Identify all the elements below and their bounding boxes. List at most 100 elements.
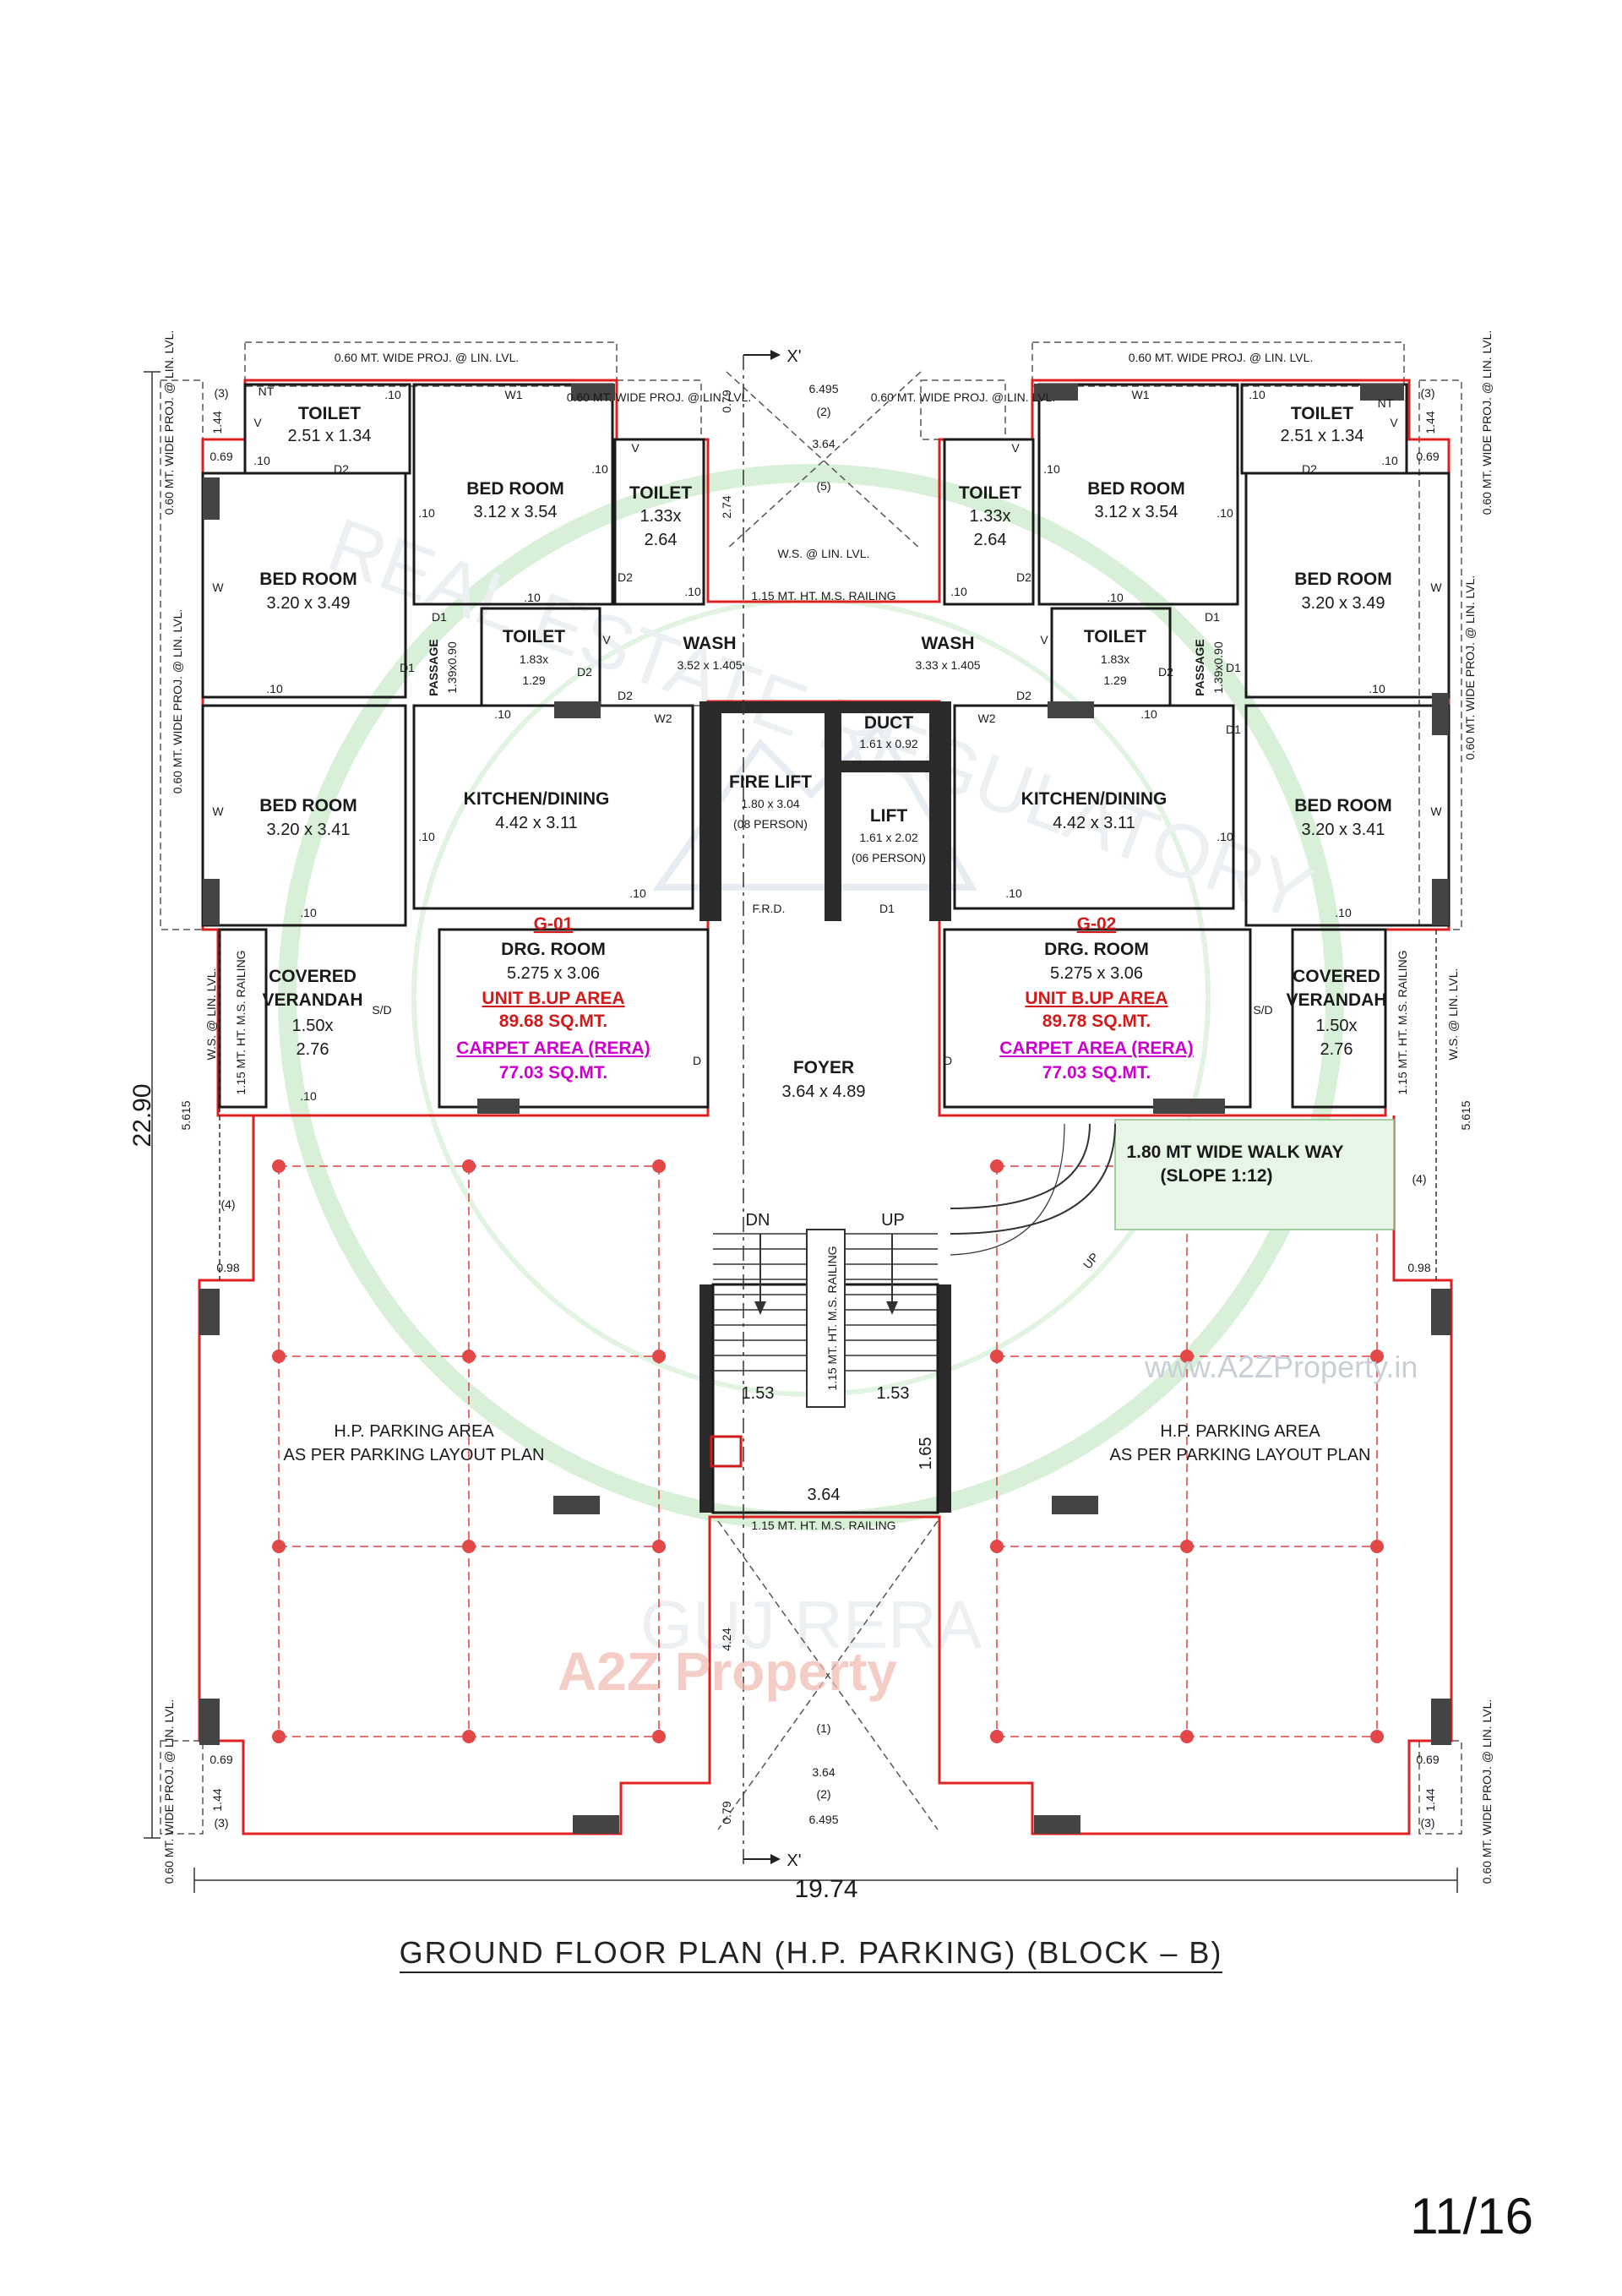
wall-tag: .10	[684, 585, 701, 598]
dim-364-top: 3.64	[812, 437, 835, 450]
door-tag: D1	[879, 902, 895, 915]
toilet-b-size: 2.64	[974, 531, 1007, 549]
verandah-size: 2.76	[297, 1040, 329, 1059]
bup-area-value: 89.78 SQ.MT.	[1042, 1012, 1151, 1031]
walkway-slope: (SLOPE 1:12)	[1160, 1166, 1272, 1186]
railing-note-verandah-left: 1.15 MT. HT. M.S. RAILING	[234, 950, 248, 1094]
wall-tag: .10	[1381, 454, 1398, 467]
core-labels: DUCT 1.61 x 0.92 FIRE LIFT 1.80 x 3.04 (…	[729, 713, 926, 1230]
mark-3-tr: (3)	[1420, 386, 1434, 400]
ws-note-core: W.S. @ LIN. LVL.	[778, 547, 870, 560]
window-tag: W	[1430, 581, 1442, 594]
bed-a-name: BED ROOM	[466, 479, 564, 499]
wall-tag: .10	[494, 707, 511, 721]
door-tag: D	[693, 1054, 701, 1067]
parking-sub-right: AS PER PARKING LAYOUT PLAN	[1110, 1446, 1371, 1464]
dim-153-right: 1.53	[877, 1384, 910, 1403]
mark-5: (5)	[816, 479, 830, 493]
bed-b-name: BED ROOM	[1294, 570, 1392, 589]
mark-1: (1)	[816, 1721, 830, 1735]
wall-tag: .10	[253, 454, 270, 467]
nt-tag: NT	[1378, 396, 1394, 410]
verandah-name: VERANDAH	[1286, 990, 1386, 1010]
bed-b-size: 3.20 x 3.49	[267, 594, 351, 613]
lift-capacity: (06 PERSON)	[852, 851, 926, 864]
wall-tag: .10	[418, 830, 435, 843]
projection-note-side-right: 0.60 MT. WIDE PROJ. @ LIN. LVL.	[1463, 575, 1477, 761]
window-tag: W2	[655, 712, 672, 725]
wall-tag: .10	[300, 1089, 317, 1103]
overall-dimension-lines	[144, 371, 1458, 1893]
unit-g01-labels: TOILET 2.51 x 1.34 BED ROOM 3.12 x 3.54 …	[259, 404, 742, 1083]
window-tag: W	[1430, 804, 1442, 818]
drg-room-size: 5.275 x 3.06	[507, 964, 600, 983]
kitchen-size: 4.42 x 3.11	[495, 814, 577, 832]
bed-c-size: 3.20 x 3.41	[1302, 821, 1385, 839]
bed-a-name: BED ROOM	[1087, 479, 1185, 499]
railing-note-bottom: 1.15 MT. HT. M.S. RAILING	[751, 1519, 895, 1532]
dim-098-left: 0.98	[216, 1261, 239, 1274]
carpet-area-value: 77.03 SQ.MT.	[499, 1063, 607, 1083]
drawing-title: GROUND FLOOR PLAN (H.P. PARKING) (BLOCK …	[0, 1935, 1622, 1973]
verandah-size: 2.76	[1320, 1040, 1353, 1059]
dim-6495-bottom: 6.495	[808, 1813, 838, 1826]
dim-364-stair: 3.64	[808, 1486, 841, 1504]
dim-069-bl: 0.69	[210, 1753, 232, 1766]
drg-room-size: 5.275 x 3.06	[1050, 964, 1143, 983]
unit-g02-labels: TOILET 2.51 x 1.34 BED ROOM 3.12 x 3.54 …	[915, 404, 1391, 1083]
staircase	[710, 1229, 938, 1468]
vent-tag: V	[631, 441, 640, 455]
mark-4-left: (4)	[220, 1197, 235, 1211]
nt-tag: NT	[259, 384, 275, 398]
dim-079-bottom: 0.79	[720, 1801, 733, 1824]
bup-area-label: UNIT B.UP AREA	[1025, 989, 1168, 1008]
toilet-a-size: 2.51 x 1.34	[1281, 427, 1364, 445]
vent-tag: V	[1390, 416, 1398, 429]
toilet-a-name: TOILET	[1291, 404, 1353, 423]
wash-name: WASH	[922, 634, 975, 653]
door-tag: D2	[1016, 570, 1031, 584]
projection-note-small-right: 0.60 MT. WIDE PROJ. @ LIN. LVL.	[871, 390, 1056, 404]
toilet-c-size: 1.83x	[1101, 652, 1129, 666]
fire-lift-size: 1.80 x 3.04	[741, 797, 799, 810]
door-tag: D2	[618, 689, 633, 702]
wall-tag: .10	[1335, 906, 1352, 919]
unit-id: G-01	[534, 914, 574, 934]
overall-width-dim: 19.74	[794, 1875, 857, 1903]
dim-144-bl: 1.44	[210, 1788, 224, 1811]
dim-424: 4.24	[720, 1628, 733, 1650]
mark-2-bottom: (2)	[816, 1787, 830, 1801]
dim-6495-top: 6.495	[808, 382, 838, 395]
wash-size: 3.33 x 1.405	[915, 658, 980, 672]
door-tag: D	[944, 1054, 952, 1067]
dim-144-br: 1.44	[1423, 1788, 1437, 1811]
carpet-area-label: CARPET AREA (RERA)	[456, 1039, 650, 1058]
door-tag: D2	[577, 665, 592, 679]
walkway-ramp	[950, 1119, 1395, 1256]
wall-tag: .10	[1249, 388, 1265, 401]
door-tag: D2	[1302, 462, 1317, 476]
walkway-label: 1.80 MT WIDE WALK WAY	[1126, 1143, 1343, 1162]
section-marker-bottom: X'	[743, 1852, 802, 1870]
bup-area-value: 89.68 SQ.MT.	[499, 1012, 607, 1031]
door-tag: D1	[432, 610, 447, 624]
core-walls	[699, 701, 951, 1514]
dim-165: 1.65	[917, 1437, 935, 1470]
kitchen-name: KITCHEN/DINING	[1021, 789, 1168, 809]
projection-note-corner-tr: 0.60 MT. WIDE PROJ. @ LIN. LVL.	[1480, 330, 1494, 515]
vent-tag: V	[253, 416, 262, 429]
projection-note-corner-bl: 0.60 MT. WIDE PROJ. @ LIN. LVL.	[162, 1699, 176, 1884]
window-tag: W	[212, 581, 224, 594]
watermark-url: www.A2ZProperty.in	[1144, 1350, 1418, 1384]
door-tag: D1	[1205, 610, 1220, 624]
door-tag: D2	[1016, 689, 1031, 702]
toilet-c-size: 1.29	[1103, 674, 1126, 687]
frd-tag: F.R.D.	[753, 902, 786, 915]
watermark-logo: A2Z Property	[558, 1641, 897, 1702]
carpet-area-value: 77.03 SQ.MT.	[1042, 1063, 1151, 1083]
bed-a-size: 3.12 x 3.54	[1095, 503, 1178, 521]
wall-tag: .10	[1107, 591, 1124, 604]
wall-tag: .10	[629, 886, 646, 900]
dim-069-br: 0.69	[1416, 1753, 1439, 1766]
vent-tag: V	[602, 633, 611, 646]
